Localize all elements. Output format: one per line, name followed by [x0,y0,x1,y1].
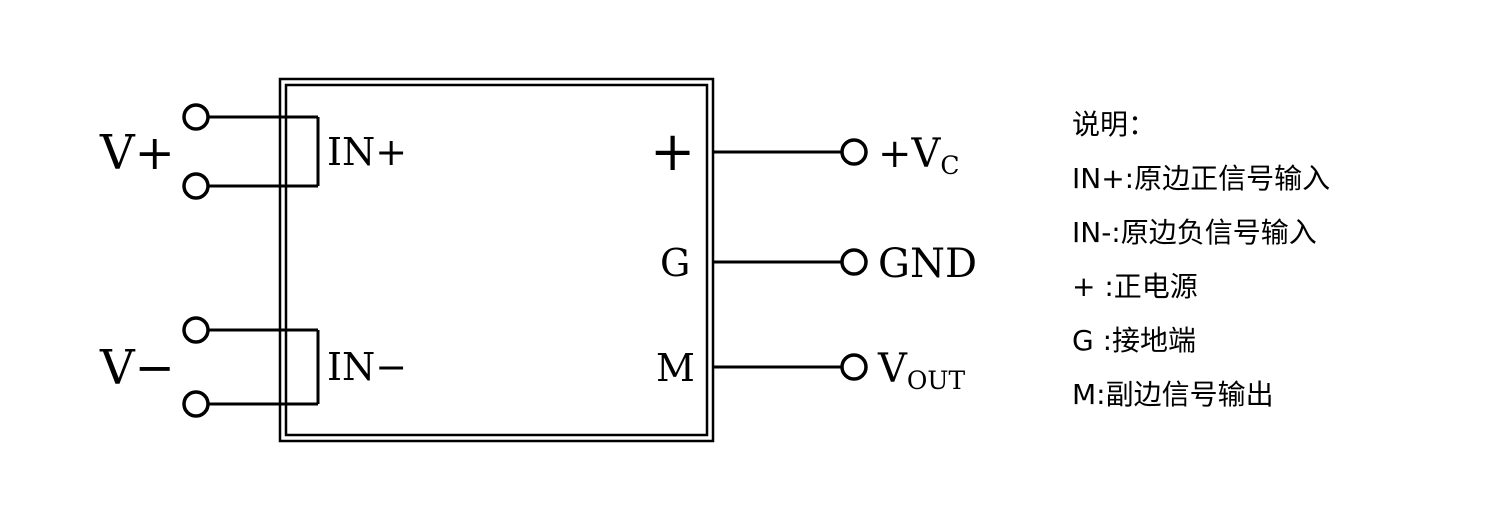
terminal-gnd [840,248,868,276]
terminal-label-vout-sub: OUT [907,366,966,395]
legend-line-in-minus: IN-:原边负信号输入 [1072,216,1317,249]
legend-block: 说明： IN+:原边正信号输入 IN-:原边负信号输入 + :正电源 G :接地… [1072,98,1492,422]
legend-line-m: M:副边信号输出 [1072,378,1274,411]
terminal-vminus-2 [182,390,210,418]
legend-title: 说明： [1072,108,1157,141]
terminal-label-vout-main: V [877,346,908,392]
module-box-inner [284,83,709,437]
pin-plus: + [650,120,695,183]
terminal-label-vc: +VC [878,131,960,180]
terminal-label-gnd: GND [878,241,977,287]
pin-m: M [656,346,695,390]
terminal-label-vc-sub: C [940,151,959,180]
pin-g: G [660,241,690,285]
legend-line-g: G :接地端 [1072,324,1197,357]
legend-line-in-plus: IN+:原边正信号输入 [1072,162,1331,195]
terminal-vminus-1 [182,316,210,344]
pin-in-plus: IN+ [327,130,407,174]
terminal-label-vout: VOUT [877,346,965,395]
terminal-vplus-2 [182,172,210,200]
pin-in-minus: IN− [327,345,407,389]
terminal-vc [840,138,868,166]
label-vplus: V+ [99,125,175,181]
module-box-outer [278,77,715,443]
terminal-label-vc-main: +V [878,131,942,177]
terminal-vplus-1 [182,103,210,131]
label-vminus: V− [99,340,175,396]
legend-line-plus: + :正电源 [1072,270,1198,303]
terminal-vout [840,353,868,381]
